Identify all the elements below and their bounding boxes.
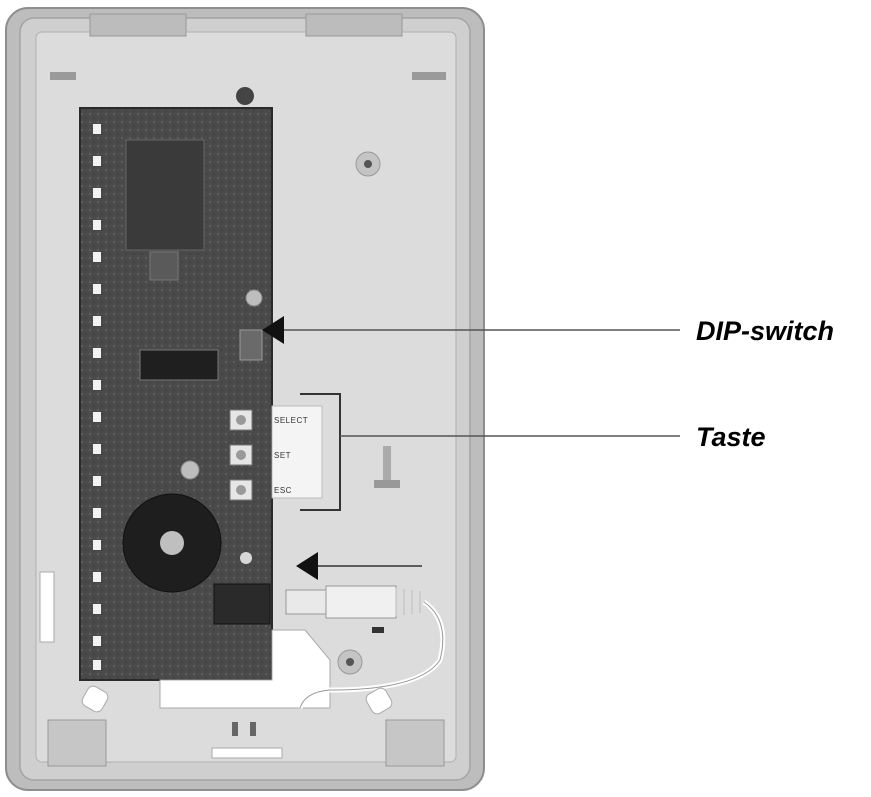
ic-chip bbox=[139, 349, 219, 381]
bottom-cutout bbox=[159, 629, 331, 709]
button-label-plate bbox=[271, 405, 323, 499]
power-jack bbox=[213, 583, 271, 625]
dip-switch bbox=[239, 329, 263, 361]
bottom-foot-right bbox=[385, 719, 445, 767]
tamper-post bbox=[383, 446, 391, 486]
dip-switch-label: DIP-switch bbox=[696, 316, 835, 346]
top-tab-right bbox=[305, 13, 403, 37]
set-label: SET bbox=[274, 451, 292, 460]
side-slot bbox=[39, 571, 55, 643]
top-tab-left bbox=[89, 13, 187, 37]
select-label: SELECT bbox=[274, 416, 309, 425]
rf-module bbox=[125, 139, 205, 251]
clip-left bbox=[50, 72, 76, 80]
bottom-foot-left bbox=[47, 719, 107, 767]
dip-switch-arrow bbox=[262, 316, 284, 344]
dc-plug bbox=[285, 589, 327, 615]
plug-arrow bbox=[296, 552, 318, 580]
led-column bbox=[93, 124, 101, 670]
screw-hole-top bbox=[236, 87, 254, 105]
taste-label: Taste bbox=[696, 422, 766, 452]
taste-bracket bbox=[300, 393, 341, 511]
esc-label: ESC bbox=[274, 486, 292, 495]
clip-right bbox=[412, 72, 446, 80]
